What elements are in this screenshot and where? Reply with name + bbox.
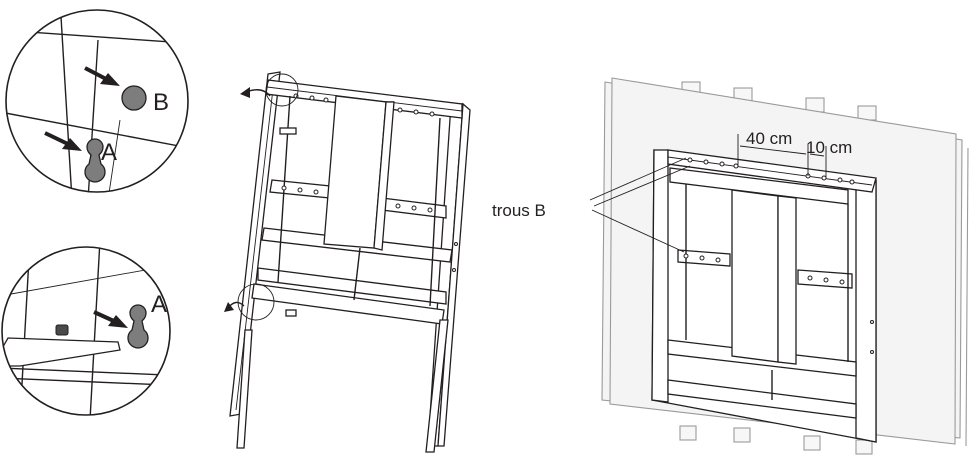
keyhole-a-bottom-icon xyxy=(127,304,149,349)
holes-b-label: trous B xyxy=(492,201,546,220)
keyhole-a-icon xyxy=(84,138,106,183)
arrow-to-b-icon xyxy=(84,66,120,86)
rotate-arrow-bottom-icon xyxy=(224,301,245,312)
rotate-arrow-top-icon xyxy=(240,87,271,98)
marker-a-label: A xyxy=(101,139,117,166)
dimension-40cm-label: 40 cm xyxy=(746,129,792,148)
marker-b-label: B xyxy=(153,89,169,116)
wall-frame-holes xyxy=(683,157,874,354)
dimension-10cm-label: 10 cm xyxy=(806,138,852,157)
hole-b-icon xyxy=(121,85,147,111)
marker-a-bottom-label: A xyxy=(151,291,167,318)
detail-circle-bottom: A xyxy=(1,246,171,416)
holes-pointer-lines xyxy=(589,157,691,253)
frame-hanging xyxy=(224,71,471,453)
arrow-to-a-icon xyxy=(44,131,82,151)
arrow-to-a-bottom-icon xyxy=(93,310,128,328)
dimension-lines xyxy=(737,134,827,178)
wall-assembly: 40 cm 10 cm xyxy=(589,77,969,455)
detail-circle-top: B A xyxy=(5,9,189,193)
